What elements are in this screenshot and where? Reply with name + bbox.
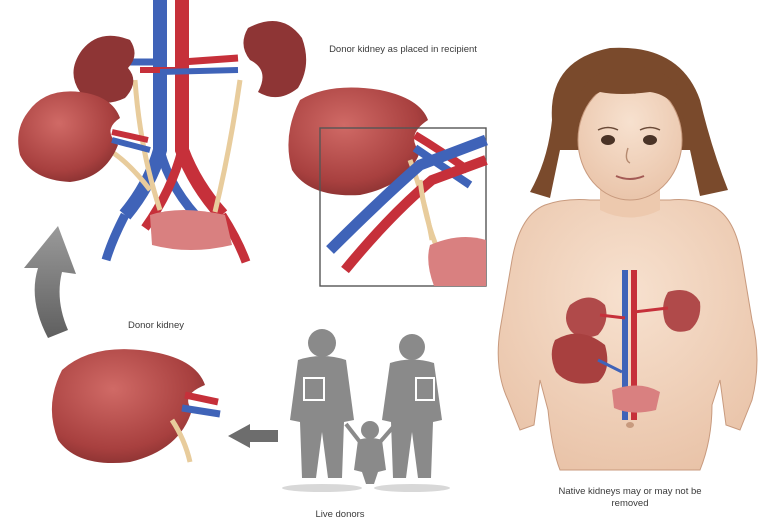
donor-arrow-icon: [228, 424, 278, 448]
donor-kidney-illustration: [52, 349, 220, 463]
child-recipient-illustration: [498, 48, 757, 470]
donor-kidney-label: Donor kidney: [96, 320, 216, 332]
curved-arrow-icon: [24, 226, 76, 338]
donor-kidney-placed-label: Donor kidney as placed in recipient: [328, 44, 478, 56]
donor-kidney-placed-illustration: [288, 88, 486, 286]
live-donors-illustration: [282, 329, 450, 492]
live-donors-label: Live donors: [290, 509, 390, 521]
native-kidneys-label: Native kidneys may or may not be removed: [545, 486, 715, 510]
transplanted-kidney: [18, 91, 120, 182]
native-right-kidney: [243, 21, 306, 97]
abdominal-vessels-illustration: [18, 0, 306, 262]
